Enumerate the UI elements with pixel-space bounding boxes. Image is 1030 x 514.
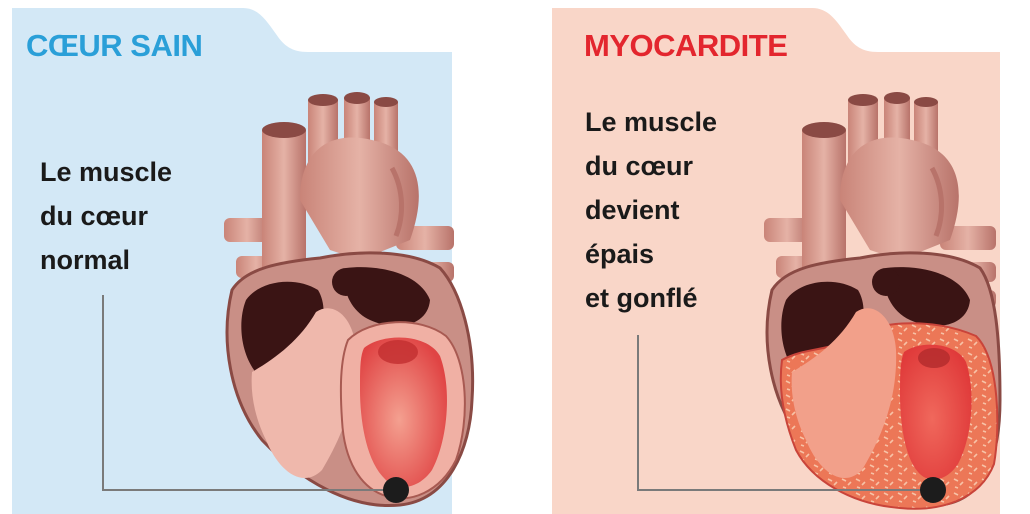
caption-line: devient [585,188,717,232]
healthy-heart-caption: Le muscle du cœur normal [40,150,172,282]
myocarditis-marker-dot [920,477,946,503]
caption-line: Le muscle [585,100,717,144]
caption-line: Le muscle [40,150,172,194]
caption-line: normal [40,238,172,282]
myocarditis-title: MYOCARDITE [584,28,787,64]
caption-line: et gonflé [585,276,717,320]
valve-opening [872,268,900,296]
healthy-marker-dot [383,477,409,503]
caption-line: du cœur [40,194,172,238]
healthy-heart-title: CŒUR SAIN [26,28,202,64]
valve-opening [332,268,360,296]
caption-line: épais [585,232,717,276]
caption-line: du cœur [585,144,717,188]
myocarditis-caption: Le muscle du cœur devient épais et gonfl… [585,100,717,320]
